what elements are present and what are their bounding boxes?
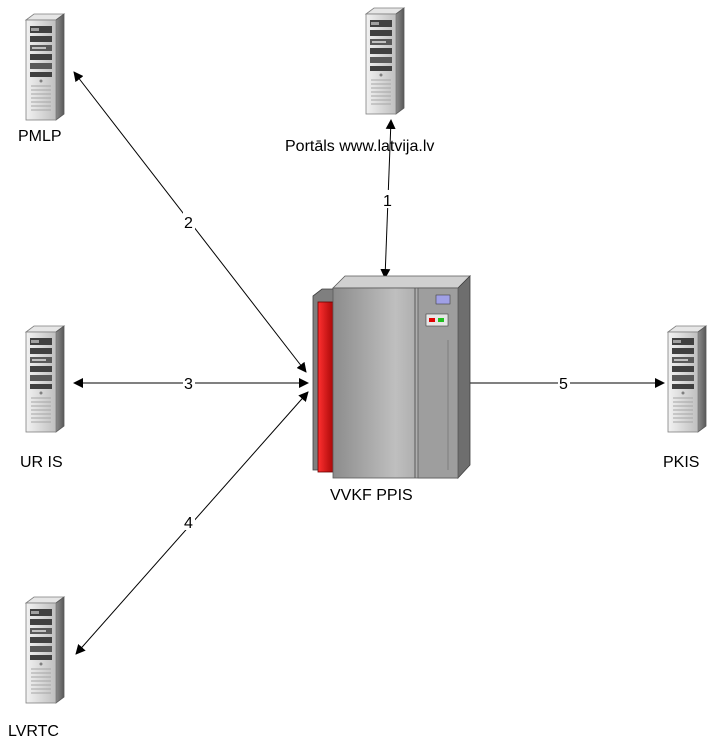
uris-node[interactable]: UR IS <box>20 325 65 471</box>
mainframe-icon <box>312 275 471 480</box>
vvkf-node[interactable]: VVKF PPIS <box>312 275 471 504</box>
portals-server-icon <box>365 7 405 115</box>
edge-4-label: 4 <box>184 515 193 532</box>
lvrtc-server-icon <box>25 596 65 704</box>
portals-node[interactable]: Portāls www.latvija.lv <box>285 7 434 155</box>
edge-5-label: 5 <box>559 376 568 393</box>
edge-3-label: 3 <box>184 376 193 393</box>
uris-label: UR IS <box>20 454 63 471</box>
pmlp-label: PMLP <box>18 128 62 145</box>
portals-label: Portāls www.latvija.lv <box>285 138 434 155</box>
pkis-node[interactable]: PKIS <box>663 325 707 471</box>
edge-labels: 1 2 3 4 5 <box>183 190 570 532</box>
vvkf-label: VVKF PPIS <box>330 487 413 504</box>
edge-1-label: 1 <box>383 193 392 210</box>
lvrtc-node[interactable]: LVRTC <box>8 596 65 740</box>
pkis-label: PKIS <box>663 454 699 471</box>
lvrtc-label: LVRTC <box>8 723 59 740</box>
pmlp-node[interactable]: PMLP <box>18 13 65 145</box>
pmlp-server-icon <box>25 13 65 121</box>
edge-2-label: 2 <box>184 215 193 232</box>
pkis-server-icon <box>667 325 707 433</box>
uris-server-icon <box>25 325 65 433</box>
